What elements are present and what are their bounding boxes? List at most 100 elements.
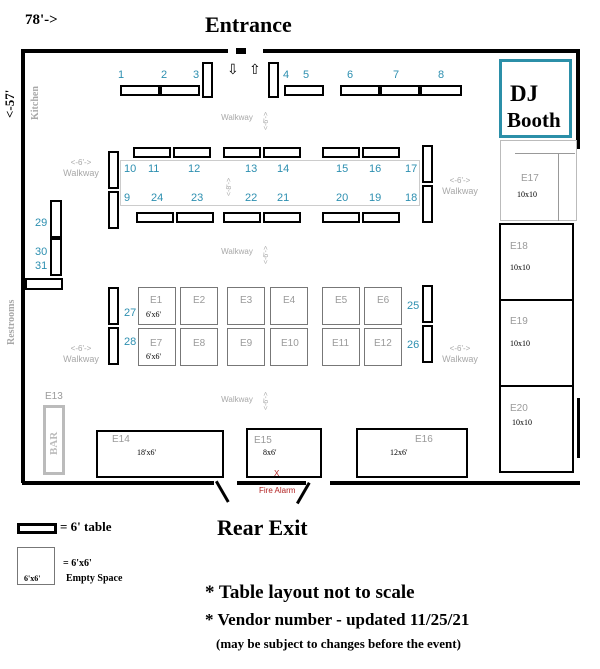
walkway-middle-dim: <-6'->: [263, 245, 270, 264]
space-e4: [270, 287, 308, 325]
table-number-9: 9: [124, 192, 131, 204]
space-e2-label: E2: [193, 295, 206, 306]
table-16: [362, 147, 400, 158]
restrooms-label: Restrooms: [6, 299, 17, 345]
entrance-label: Entrance: [205, 12, 292, 37]
table-number-31: 31: [35, 260, 48, 272]
e14-space: [96, 430, 224, 478]
e16-size: 12x6': [390, 448, 408, 457]
wall-right: [576, 49, 580, 149]
table-4: [268, 62, 279, 98]
width-label: 78'->: [25, 12, 58, 28]
table-2: [160, 85, 200, 96]
table-number-29: 29: [35, 217, 48, 229]
e17-size: 10x10: [517, 190, 537, 199]
table-7: [380, 85, 420, 96]
table-number-7: 7: [393, 69, 400, 81]
table-14: [263, 147, 301, 158]
walkway-right-upper: <-6'->Walkway: [442, 176, 478, 196]
table-number-16: 16: [369, 163, 382, 175]
table-number-2: 2: [161, 69, 168, 81]
legend-space-size: 6'x6': [24, 574, 41, 583]
wall-bottom-left: [22, 481, 214, 485]
dj-booth: [499, 59, 572, 138]
e20-label: E20: [510, 403, 528, 414]
e17-inner-line-2: [558, 153, 559, 221]
table-18: [422, 185, 433, 223]
space-e7-size: 6'x6': [146, 352, 161, 361]
table-15: [322, 147, 360, 158]
table-3: [202, 62, 213, 98]
table-number-3: 3: [193, 69, 200, 81]
space-e11-label: E11: [332, 338, 350, 349]
e13-label: E13: [45, 391, 63, 402]
table-22: [223, 212, 261, 223]
space-e9-label: E9: [240, 338, 253, 349]
table-27: [108, 287, 119, 325]
table-number-24: 24: [151, 192, 164, 204]
table-number-26: 26: [407, 339, 420, 351]
rear-door-right: [296, 482, 311, 505]
bar: [43, 405, 65, 475]
e18-size: 10x10: [510, 263, 530, 272]
e19-size: 10x10: [510, 339, 530, 348]
walkway-top-dim: <-6'->: [263, 111, 270, 130]
fire-alarm-label: Fire Alarm: [259, 486, 296, 495]
e18-label: E18: [510, 241, 528, 252]
table-24: [136, 212, 174, 223]
e16-label: E16: [415, 434, 433, 445]
table-20: [322, 212, 360, 223]
space-e8-label: E8: [193, 338, 206, 349]
table-number-19: 19: [369, 192, 382, 204]
table-number-17: 17: [405, 163, 418, 175]
entrance-up-arrow-icon: ⇧: [249, 62, 261, 78]
legend-table-label: = 6' table: [60, 519, 112, 534]
wall-top-right: [263, 49, 578, 53]
table-number-13: 13: [245, 163, 258, 175]
table-number-18: 18: [405, 192, 418, 204]
space-e11: [322, 328, 360, 366]
table-number-23: 23: [191, 192, 204, 204]
wall-left: [21, 49, 25, 483]
table-23: [176, 212, 214, 223]
e16-space: [356, 428, 468, 478]
entrance-marker: [236, 48, 246, 54]
table-number-20: 20: [336, 192, 349, 204]
space-e2: [180, 287, 218, 325]
table-number-30: 30: [35, 246, 48, 258]
table-26: [422, 325, 433, 363]
table-number-27: 27: [124, 307, 137, 319]
space-e7: [138, 328, 176, 366]
dj-booth-label-1: DJ: [510, 81, 539, 106]
e19-label: E19: [510, 316, 528, 327]
table-8: [420, 85, 462, 96]
e15-label: E15: [254, 435, 272, 446]
walkway-lower: Walkway: [221, 395, 253, 404]
table-5: [284, 85, 324, 96]
walkway-left-upper: <-6'->Walkway: [63, 158, 99, 178]
table-30: [50, 238, 62, 276]
space-e6-label: E6: [377, 295, 390, 306]
walkway-middle: Walkway: [221, 247, 253, 256]
table-number-25: 25: [407, 300, 420, 312]
e17-space: [500, 140, 577, 221]
bar-label: BAR: [48, 431, 60, 455]
legend-space-desc: Empty Space: [66, 573, 123, 584]
table-12: [173, 147, 211, 158]
table-11: [133, 147, 171, 158]
walkway-lower-dim: <-6'->: [263, 391, 270, 410]
entrance-down-arrow-icon: ⇩: [227, 62, 239, 78]
table-19: [362, 212, 400, 223]
depth-label: <-57': [2, 89, 17, 118]
walkway-top: Walkway: [221, 113, 253, 122]
table-number-4: 4: [283, 69, 290, 81]
space-e12: [364, 328, 402, 366]
e14-label: E14: [112, 434, 130, 445]
table-number-22: 22: [245, 192, 258, 204]
table-number-1: 1: [118, 69, 125, 81]
rear-exit-label: Rear Exit: [217, 515, 308, 540]
table-number-5: 5: [303, 69, 310, 81]
space-e3: [227, 287, 265, 325]
space-e5-label: E5: [335, 295, 348, 306]
note-vendor-number: * Vendor number - updated 11/25/21: [205, 610, 470, 629]
